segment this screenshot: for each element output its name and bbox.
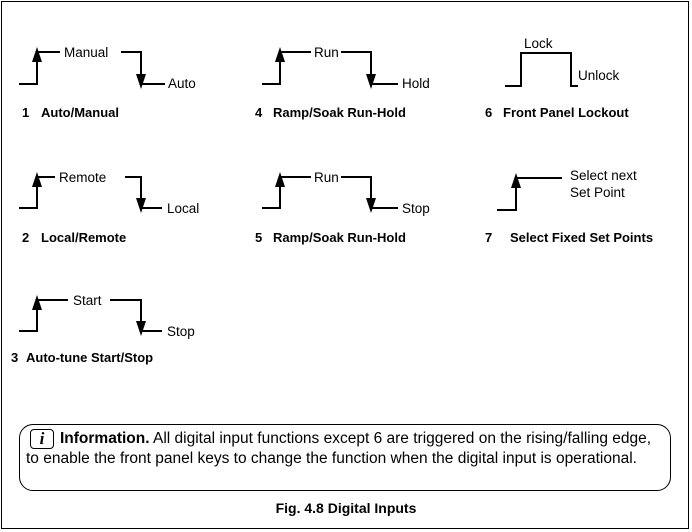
waveform-2 — [19, 176, 162, 209]
diagram-number: 1 — [22, 105, 29, 120]
low-state-label: Stop — [402, 201, 430, 216]
diagram-select-fixed-set-points: Select next Set Point 7 Select Fixed Set… — [485, 168, 653, 245]
waveform-6 — [505, 52, 578, 87]
high-state-label: Remote — [59, 170, 106, 185]
diagram-ramp-soak-run-stop: Run Stop 5 Ramp/Soak Run-Hold — [255, 170, 430, 245]
diagram-number: 2 — [22, 230, 29, 245]
information-text: All digital input functions except 6 are… — [26, 430, 652, 467]
waveform-3 — [19, 299, 162, 332]
info-icon: i — [30, 429, 54, 449]
high-state-label: Run — [314, 170, 339, 185]
diagram-auto-tune-start-stop: Start Stop 3 Auto-tune Start/Stop — [11, 293, 195, 365]
rising-edge-arrow — [32, 47, 42, 62]
digital-input-diagrams: Manual Auto 1 Auto/Manual Run Hold 4 Ram… — [11, 36, 653, 365]
high-state-label: Run — [314, 45, 339, 60]
information-heading: Information. — [60, 430, 150, 447]
figure-caption: Fig. 4.8 Digital Inputs — [275, 500, 417, 516]
high-state-label: Start — [73, 293, 102, 308]
diagram-number: 4 — [255, 105, 263, 120]
diagram-title: Front Panel Lockout — [503, 105, 629, 120]
rising-edge-arrow — [511, 173, 521, 188]
diagram-title: Auto-tune Start/Stop — [26, 350, 153, 365]
diagram-number: 7 — [485, 230, 492, 245]
waveform-4 — [262, 51, 398, 85]
low-state-label: Hold — [402, 76, 430, 91]
high-state-label: Lock — [524, 36, 553, 51]
high-state-label-line1: Select next — [570, 168, 637, 183]
diagram-number: 5 — [255, 230, 262, 245]
high-state-label-line2: Set Point — [570, 185, 625, 200]
diagram-number: 6 — [485, 105, 492, 120]
falling-edge-arrow — [136, 198, 146, 213]
waveform-7 — [497, 177, 562, 211]
low-state-label: Local — [167, 201, 199, 216]
rising-edge-arrow — [275, 47, 285, 62]
rising-edge-arrow — [32, 172, 42, 187]
falling-edge-arrow — [366, 74, 376, 89]
diagram-title: Ramp/Soak Run-Hold — [273, 230, 406, 245]
falling-edge-arrow — [136, 74, 146, 89]
diagram-title: Auto/Manual — [41, 105, 119, 120]
information-note: i Information. All digital input function… — [19, 424, 671, 491]
low-state-label: Stop — [167, 324, 195, 339]
waveform-5 — [262, 176, 398, 209]
diagram-number: 3 — [11, 350, 18, 365]
waveform-1 — [19, 51, 165, 85]
low-state-label: Unlock — [578, 68, 620, 83]
diagram-ramp-soak-run-hold: Run Hold 4 Ramp/Soak Run-Hold — [255, 45, 430, 120]
rising-edge-arrow — [275, 172, 285, 187]
falling-edge-arrow — [136, 321, 146, 336]
diagram-local-remote: Remote Local 2 Local/Remote — [19, 170, 199, 245]
diagram-title: Ramp/Soak Run-Hold — [273, 105, 406, 120]
high-state-label: Manual — [64, 45, 108, 60]
diagram-front-panel-lockout: Lock Unlock 6 Front Panel Lockout — [485, 36, 629, 120]
rising-edge-arrow — [32, 295, 42, 310]
low-state-label: Auto — [168, 76, 196, 91]
diagram-title: Local/Remote — [41, 230, 126, 245]
diagram-title: Select Fixed Set Points — [510, 230, 653, 245]
falling-edge-arrow — [366, 198, 376, 213]
diagram-auto-manual: Manual Auto 1 Auto/Manual — [19, 45, 196, 120]
